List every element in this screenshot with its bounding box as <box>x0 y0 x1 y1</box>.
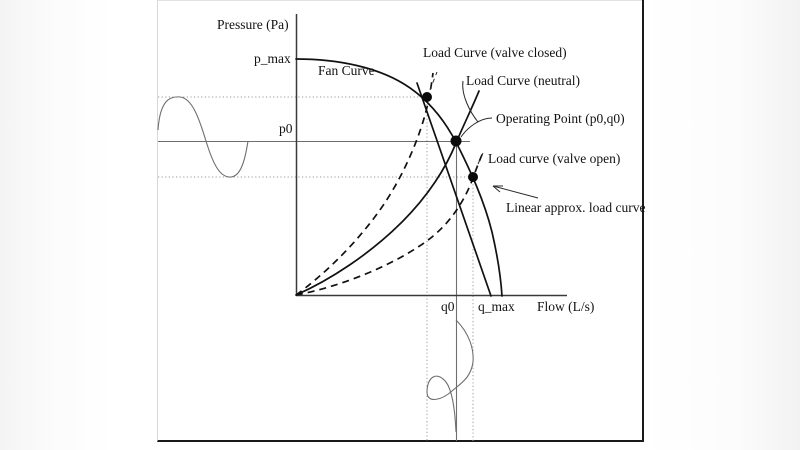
annotation-operating-point: Operating Point (p0,q0) <box>496 111 625 126</box>
annotation-fan-curve: Fan Curve <box>318 63 375 78</box>
y-tick-p0: p0 <box>279 121 293 136</box>
annotation-load-curve-valve-closed: Load Curve (valve closed) <box>423 45 567 60</box>
y-tick-p-max: p_max <box>254 51 291 66</box>
x-tick-q-max: q_max <box>478 299 515 314</box>
annotation-load-curve-neutral: Load Curve (neutral) <box>466 73 580 88</box>
x-axis-title: Flow (L/s) <box>537 299 595 314</box>
annotation-load-curve-valve-open: Load curve (valve open) <box>488 151 621 166</box>
figure-panel <box>157 0 644 442</box>
annotation-linear-approx-load-curve: Linear approx. load curve <box>506 200 646 215</box>
x-tick-q0: q0 <box>441 299 455 314</box>
y-axis-title: Pressure (Pa) <box>217 17 289 32</box>
